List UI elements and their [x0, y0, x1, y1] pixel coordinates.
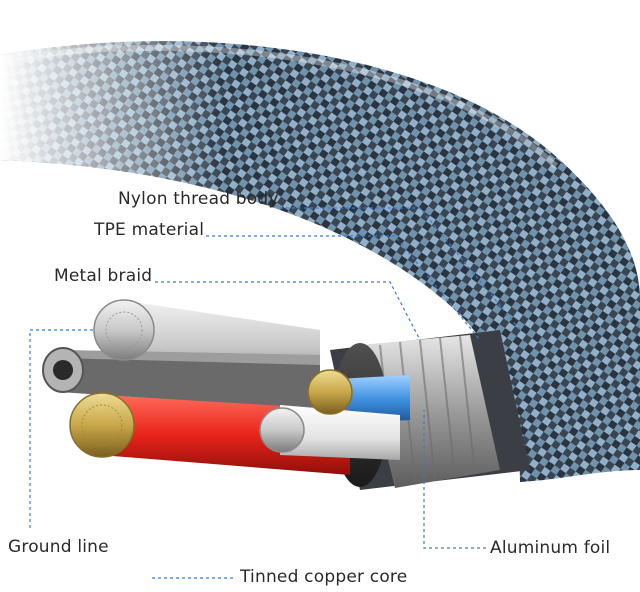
label-tpe-material: TPE material — [94, 220, 205, 240]
leader-foil — [423, 410, 486, 549]
leader-lines — [29, 207, 521, 579]
leader-metal — [155, 281, 421, 341]
braided-cable-body — [0, 41, 640, 482]
leader-tpe — [206, 235, 481, 341]
label-tinned-copper-core: Tinned copper core — [240, 567, 408, 587]
label-aluminum-foil: Aluminum foil — [490, 538, 611, 558]
leader-ground — [29, 329, 95, 528]
label-metal-braid: Metal braid — [54, 266, 153, 286]
wire-end-caps — [42, 299, 353, 458]
inner-wires — [60, 300, 410, 475]
label-nylon-thread-body: Nylon thread body — [118, 189, 279, 209]
label-ground-line: Ground line — [8, 537, 109, 557]
leader-nylon — [280, 207, 521, 331]
